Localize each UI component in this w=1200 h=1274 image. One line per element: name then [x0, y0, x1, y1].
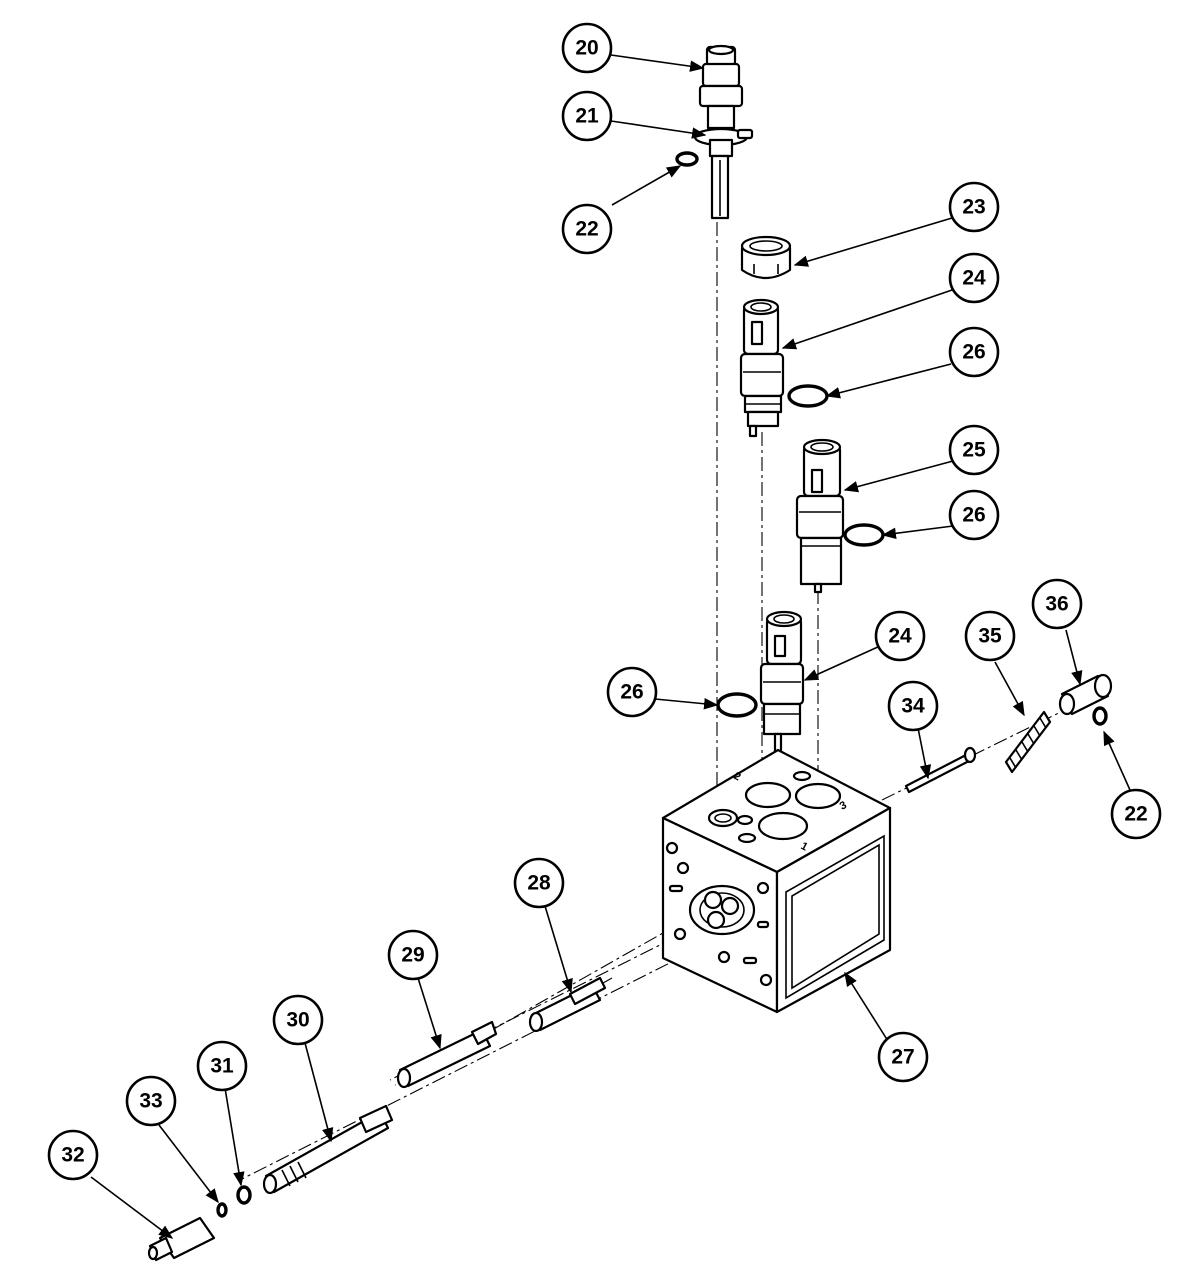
oring-31 — [236, 1185, 252, 1205]
spool-29 — [396, 1020, 498, 1089]
oring-22-right — [1092, 706, 1108, 726]
adjuster-assembly — [675, 44, 754, 220]
fitting-32 — [147, 1216, 216, 1262]
callout-21: 21 — [561, 90, 613, 142]
svg-text:36: 36 — [1045, 593, 1068, 616]
callout-34: 34 — [887, 680, 939, 732]
slotted-nut — [740, 235, 792, 280]
callout-24-upper: 24 — [948, 252, 1000, 304]
callout-26-c: 26 — [606, 666, 658, 718]
cartridge-25 — [795, 438, 845, 594]
leader-lines — [90, 54, 1131, 1239]
svg-text:27: 27 — [891, 1046, 914, 1069]
valve-block: 2 3 1 — [661, 748, 892, 1014]
cartridge-upper — [739, 298, 785, 438]
callout-26-b: 26 — [948, 489, 1000, 541]
svg-text:20: 20 — [575, 37, 598, 60]
callout-27: 27 — [877, 1031, 929, 1083]
callout-29: 29 — [387, 929, 439, 981]
callout-23: 23 — [948, 181, 1000, 233]
svg-text:22: 22 — [575, 218, 598, 241]
oring-22-top — [675, 151, 699, 167]
svg-text:22: 22 — [1124, 803, 1147, 826]
port-label-2: 2 — [732, 770, 743, 783]
svg-text:30: 30 — [286, 1009, 309, 1032]
callout-36: 36 — [1031, 578, 1083, 630]
callout-20: 20 — [561, 22, 613, 74]
callout-24-lower: 24 — [874, 610, 926, 662]
spool-30 — [262, 1104, 394, 1195]
callout-25: 25 — [948, 424, 1000, 476]
oring-26-b — [843, 523, 885, 547]
spring-35 — [1004, 710, 1052, 774]
callout-32: 32 — [47, 1129, 99, 1181]
svg-text:28: 28 — [527, 872, 551, 895]
cartridge-lower — [759, 610, 805, 754]
port-label-1: 1 — [799, 840, 810, 853]
callout-28: 28 — [513, 857, 565, 909]
callout-26-a: 26 — [948, 326, 1000, 378]
callout-22-top: 22 — [561, 203, 613, 255]
spool-28 — [528, 976, 607, 1033]
plug-36 — [1058, 673, 1113, 716]
svg-text:33: 33 — [139, 1090, 162, 1113]
svg-text:24: 24 — [888, 625, 912, 648]
callout-22-right: 22 — [1110, 788, 1162, 840]
callout-31: 31 — [196, 1040, 248, 1092]
svg-text:34: 34 — [901, 695, 925, 718]
svg-text:24: 24 — [962, 267, 986, 290]
svg-text:25: 25 — [962, 439, 986, 462]
svg-text:32: 32 — [61, 1144, 84, 1167]
oring-26-a — [787, 384, 829, 408]
svg-text:26: 26 — [962, 341, 985, 364]
pin-34 — [904, 746, 977, 794]
svg-text:29: 29 — [401, 944, 424, 967]
assembly-axis-lines — [239, 222, 1076, 1181]
svg-text:21: 21 — [575, 105, 599, 128]
callout-30: 30 — [272, 994, 324, 1046]
svg-text:26: 26 — [962, 504, 985, 527]
svg-text:31: 31 — [210, 1055, 234, 1078]
svg-text:26: 26 — [620, 681, 643, 704]
callout-33: 33 — [125, 1075, 177, 1127]
svg-text:23: 23 — [962, 196, 985, 219]
callout-35: 35 — [964, 610, 1016, 662]
port-label-3: 3 — [838, 799, 849, 812]
svg-text:35: 35 — [978, 625, 1002, 648]
oring-26-c — [716, 692, 758, 718]
oring-33 — [216, 1202, 228, 1218]
